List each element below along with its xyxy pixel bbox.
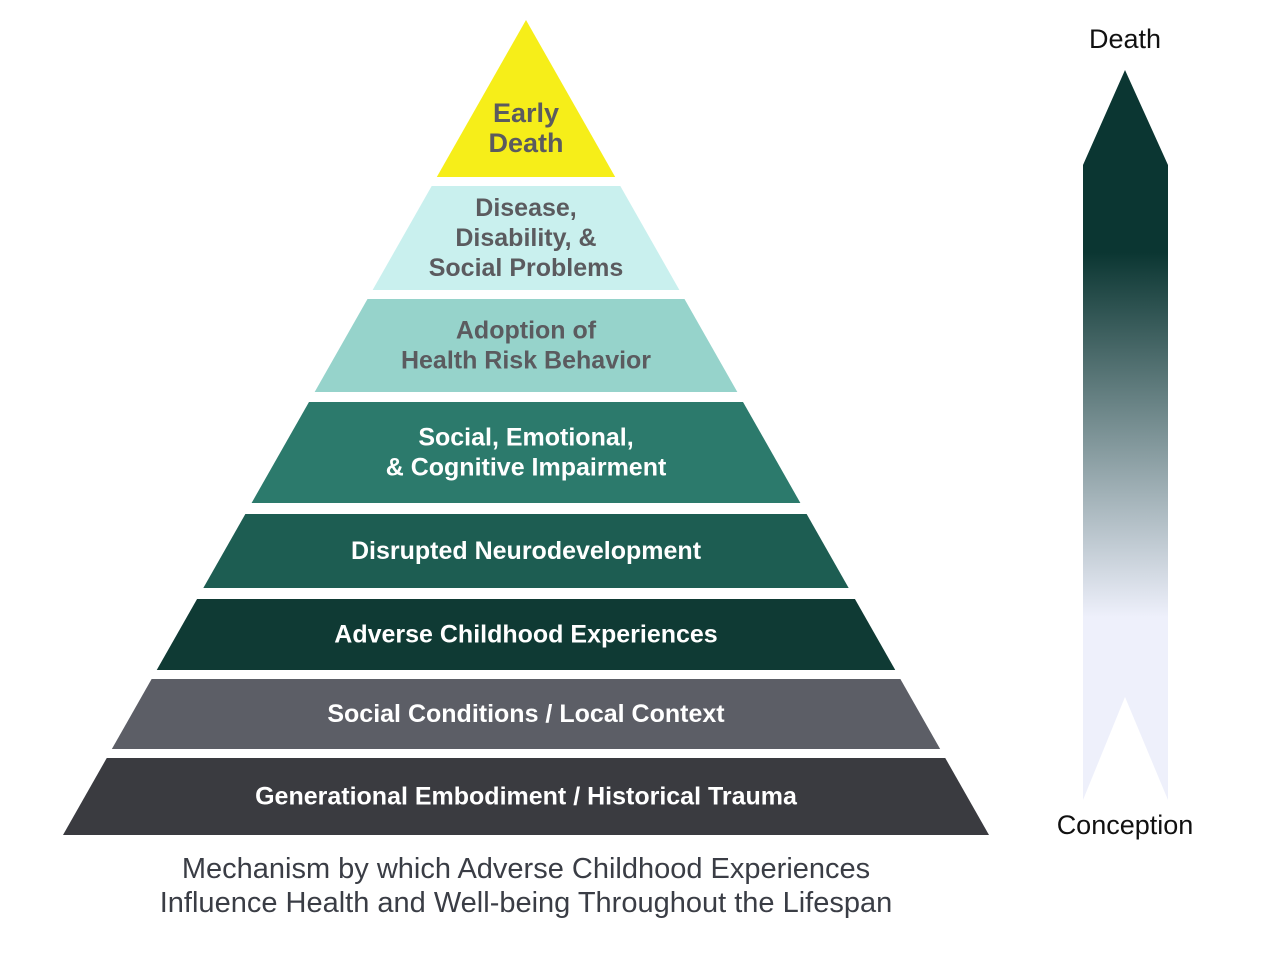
caption-line-2: Influence Health and Well-being Througho… [159,887,893,919]
pyramid-tier-1-label-line-1: Early [493,98,559,128]
pyramid-tier-2 [372,186,680,290]
arrow-top-label: Death [1088,24,1162,54]
pyramid-tier-3-label-line-1: Adoption of [456,317,597,345]
pyramid-tier-2-label-line-3: Social Problems [429,254,624,282]
pyramid-tier-3-label-line-2: Health Risk Behavior [401,347,651,375]
caption-line-1: Mechanism by which Adverse Childhood Exp… [181,853,871,885]
lifespan-arrow [1083,70,1168,800]
pyramid-tier-1 [436,20,616,177]
pyramid-tier-4 [251,402,801,503]
pyramid-tier-2-label-line-2: Disability, & [455,224,596,252]
pyramid-tier-8-label-line-1: Generational Embodiment / Historical Tra… [255,783,798,811]
arrow-bottom-label: Conception [1056,810,1194,840]
pyramid-tier-3 [314,299,738,392]
pyramid-tier-1-label-line-2: Death [488,128,563,158]
pyramid-tier-6-label-line-1: Adverse Childhood Experiences [334,621,717,649]
pyramid-tier-7 [111,679,941,749]
pyramid-tier-4-label-line-2: & Cognitive Impairment [386,454,667,482]
pyramid-tier-4-label-line-1: Social, Emotional, [418,424,633,452]
diagram-caption: Mechanism by which Adverse Childhood Exp… [40,852,1012,920]
pyramid-tier-6 [156,599,896,670]
pyramid-tier-5-label-line-1: Disrupted Neurodevelopment [351,537,702,565]
pyramid-tier-2-label-line-1: Disease, [475,194,576,222]
pyramid-tier-5 [203,514,849,588]
pyramid-tier-8 [63,758,989,835]
pyramid-tier-7-label-line-1: Social Conditions / Local Context [327,700,725,728]
